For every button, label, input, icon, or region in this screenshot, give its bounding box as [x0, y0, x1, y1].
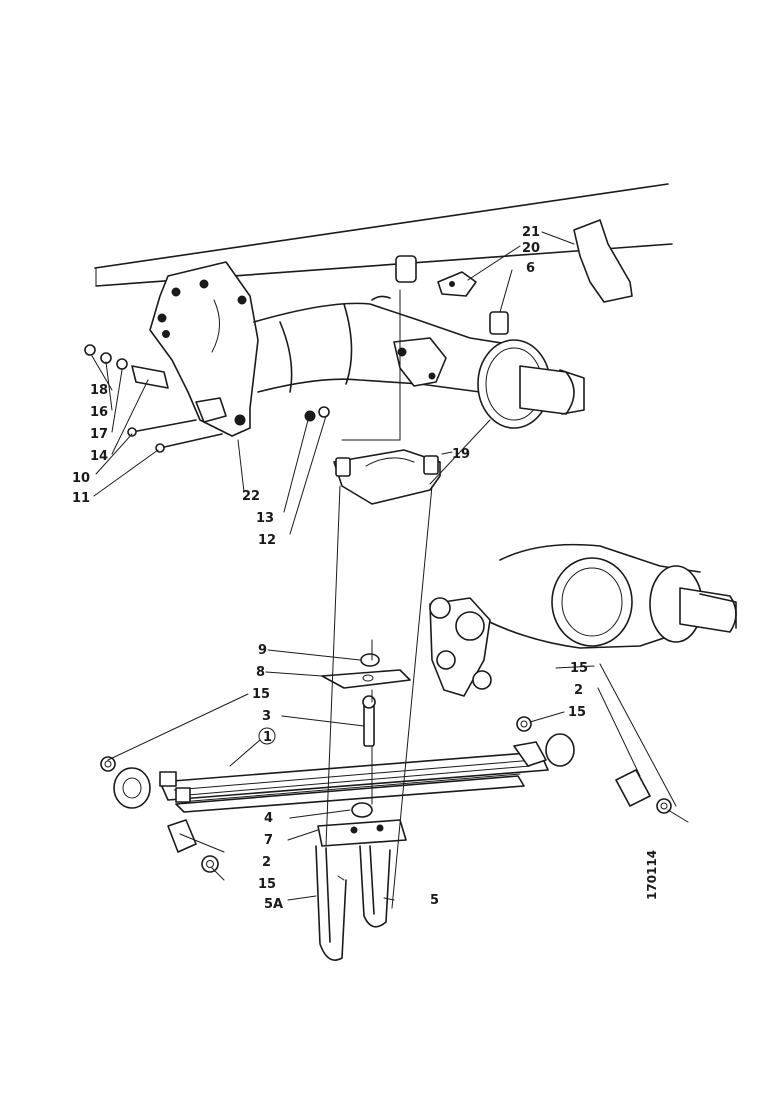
callout-18-hardware: 18: [90, 383, 108, 398]
callout-10: 10: [72, 471, 90, 486]
axle-housing-upper: [253, 295, 585, 429]
callout-17: 17: [90, 427, 108, 442]
callout-15-left: 15: [252, 687, 270, 702]
callout-9: 9: [258, 643, 267, 658]
callout-22: 22: [242, 489, 260, 504]
spring-hanger-bracket: [149, 261, 259, 437]
nuts-12-13: [304, 406, 330, 422]
callout-12: 12: [258, 533, 276, 548]
left-bolt-hardware: [84, 344, 169, 389]
callout-3: 3: [262, 709, 271, 724]
callout-15-upper-right: 15: [570, 661, 588, 676]
callout-5: 5: [430, 893, 439, 908]
part-19-spring-seat: [333, 449, 441, 505]
part-20-plate: [437, 271, 477, 297]
bushings-and-washers: [100, 716, 672, 873]
callout-19: 19: [452, 447, 470, 462]
part-6-bump-stop: [489, 311, 509, 335]
figure-number: 170114: [645, 850, 659, 900]
callout-2-right: 2: [574, 683, 583, 698]
part-4-nut: [351, 802, 373, 818]
part-21-bracket: [573, 219, 633, 303]
part-18-bumper: [395, 255, 417, 283]
callout-5A: 5A: [264, 897, 283, 912]
part-9-nut: [360, 653, 380, 667]
callout-8: 8: [256, 665, 265, 680]
callout-4: 4: [264, 811, 273, 826]
callout-14: 14: [90, 449, 108, 464]
callout-labels: 21 20 6 18 16 17 14 10 11 22 13 12 19 9 …: [72, 225, 588, 912]
callout-15-right: 15: [568, 705, 586, 720]
callout-15-bottom: 15: [258, 877, 276, 892]
part-8-plate: [321, 669, 411, 689]
axle-housing-lower: [429, 543, 737, 697]
assembly-guide-lines: [325, 289, 491, 909]
callout-6: 6: [526, 261, 535, 276]
u-bolt-5A: [315, 845, 347, 961]
leaf-spring: [113, 733, 575, 813]
callout-13: 13: [256, 511, 274, 526]
callout-16: 16: [90, 405, 108, 420]
callout-20: 20: [522, 241, 540, 256]
u-bolt-5: [359, 845, 391, 928]
part-7-clamp-plate: [317, 819, 407, 847]
callout-11: 11: [72, 491, 90, 506]
callout-1: 1: [263, 730, 272, 745]
callout-21: 21: [522, 225, 540, 240]
part-3-center-bolt: [362, 695, 376, 747]
callout-7: 7: [264, 833, 273, 848]
leader-lines: [91, 231, 689, 901]
callout-2-left: 2: [262, 855, 271, 870]
